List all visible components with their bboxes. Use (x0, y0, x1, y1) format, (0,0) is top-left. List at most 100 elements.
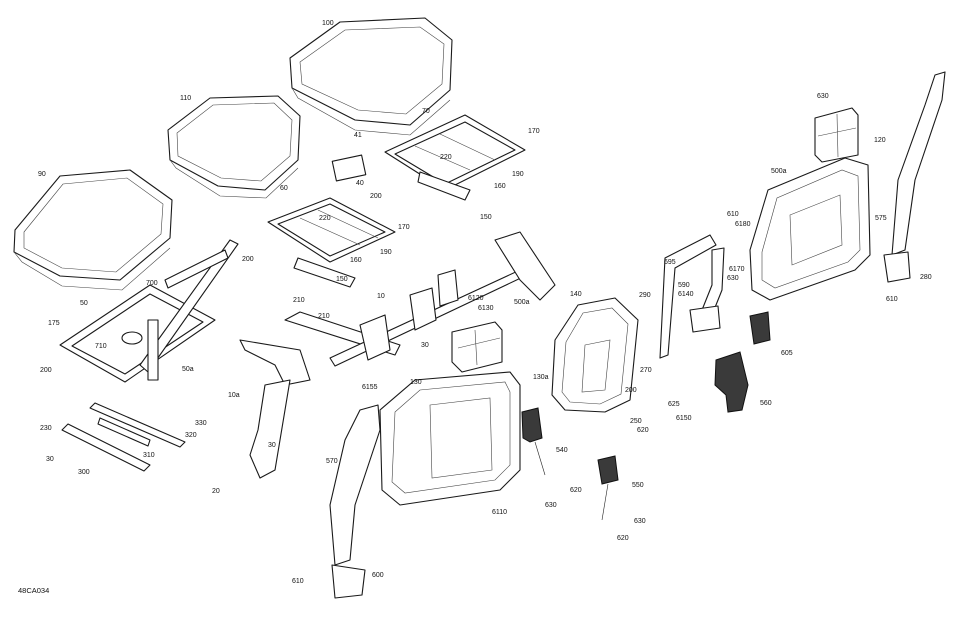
seat-belt-575 (883, 71, 946, 283)
callout-label: 6150 (676, 415, 692, 422)
buckle-560 (749, 311, 771, 345)
callout-label: 630 (545, 502, 557, 509)
callout-label: 605 (781, 350, 793, 357)
callout-label: 540 (556, 447, 568, 454)
callout-label: 500a (771, 168, 787, 175)
callout-label: 230 (40, 425, 52, 432)
callout-label: 6120 (468, 295, 484, 302)
backrest-130 (379, 371, 521, 506)
callout-label: 700 (146, 280, 158, 287)
callout-label: 200 (370, 193, 382, 200)
callout-label: 10 (377, 293, 385, 300)
callout-label: 50a (182, 366, 194, 373)
trim-350 (714, 351, 749, 413)
plate-40 (331, 154, 367, 182)
callout-label: 575 (875, 215, 887, 222)
callout-label: 630 (727, 275, 739, 282)
callout-label: 610 (886, 296, 898, 303)
callout-label: 220 (440, 154, 452, 161)
backrest-120 (749, 157, 871, 301)
callout-label: 220 (319, 215, 331, 222)
callout-label: 300 (78, 469, 90, 476)
callout-label: 160 (494, 183, 506, 190)
callout-label: 6130 (478, 305, 494, 312)
callout-label: 10a (228, 392, 240, 399)
callout-label: 150 (336, 276, 348, 283)
callout-label: 41 (354, 132, 362, 139)
callout-label: 6110 (492, 509, 507, 516)
seat-cushion-90 (13, 169, 173, 291)
seat-cushion-110 (167, 95, 301, 199)
callout-label: 120 (874, 137, 886, 144)
callout-label: 620 (617, 535, 629, 542)
callout-label: 100 (322, 20, 334, 27)
callout-label: 130 (410, 379, 422, 386)
callout-label: 130a (533, 374, 549, 381)
callout-label: 695 (664, 259, 676, 266)
callout-label: 710 (95, 343, 107, 350)
seat-frame-70 (384, 114, 526, 201)
callout-label: 190 (380, 249, 392, 256)
headrest-500a-center (451, 321, 503, 373)
buckle-130a (521, 407, 546, 476)
seat-belt-570 (329, 404, 381, 599)
callout-label: 60 (280, 185, 288, 192)
callout-label: 200 (625, 387, 637, 394)
callout-label: 90 (38, 171, 46, 178)
callout-label: 170 (398, 224, 410, 231)
slide-rail-assembly (61, 402, 186, 472)
callout-label: 200 (242, 256, 254, 263)
headrest-500a-right (814, 107, 859, 163)
callout-label: 280 (920, 274, 932, 281)
buckle-550 (597, 455, 619, 521)
callout-label: 610 (727, 211, 739, 218)
callout-label: 550 (632, 482, 644, 489)
callout-label: 20 (212, 488, 220, 495)
seat-base-frame (59, 239, 239, 383)
callout-label: 630 (634, 518, 646, 525)
callout-label: 200 (40, 367, 52, 374)
seat-frame-60 (267, 197, 396, 288)
callout-labels: 100 110 90 70 41 40 170 220 190 160 200 60 220 170 150… (38, 20, 932, 585)
callout-label: 620 (570, 487, 582, 494)
callout-label: 40 (356, 180, 364, 187)
callout-label: 310 (143, 452, 155, 459)
seat-cushion-100 (289, 17, 453, 136)
callout-label: 6140 (678, 291, 694, 298)
callout-label: 610 (292, 578, 304, 585)
callout-label: 110 (180, 95, 191, 102)
backrest-140 (551, 297, 639, 413)
callout-label: 30 (421, 342, 429, 349)
callout-label: 625 (668, 401, 680, 408)
callout-label: 290 (639, 292, 651, 299)
callout-label: 270 (640, 367, 652, 374)
callout-label: 560 (760, 400, 772, 407)
callout-label: 590 (678, 282, 690, 289)
seat-belt-590 (659, 234, 725, 359)
callout-label: 320 (185, 432, 197, 439)
callout-label: 170 (528, 128, 540, 135)
drawing-reference-code: 48CA034 (18, 586, 49, 595)
callout-label: 330 (195, 420, 207, 427)
callout-label: 630 (817, 93, 829, 100)
callout-label: 210 (318, 313, 330, 320)
callout-label: 6155 (362, 384, 378, 391)
callout-label: 620 (637, 427, 649, 434)
main-frame-10 (284, 231, 556, 367)
callout-label: 160 (350, 257, 362, 264)
callout-label: 30 (268, 442, 276, 449)
callout-label: 6170 (729, 266, 745, 273)
callout-label: 150 (480, 214, 492, 221)
callout-label: 600 (372, 572, 384, 579)
callout-label: 175 (48, 320, 60, 327)
callout-label: 70 (422, 108, 430, 115)
callout-label: 50 (80, 300, 88, 307)
callout-label: 190 (512, 171, 524, 178)
callout-label: 210 (293, 297, 305, 304)
callout-label: 250 (630, 418, 642, 425)
callout-label: 6180 (735, 221, 751, 228)
callout-label: 570 (326, 458, 338, 465)
side-bracket-10a (239, 339, 311, 479)
callout-label: 140 (570, 291, 582, 298)
